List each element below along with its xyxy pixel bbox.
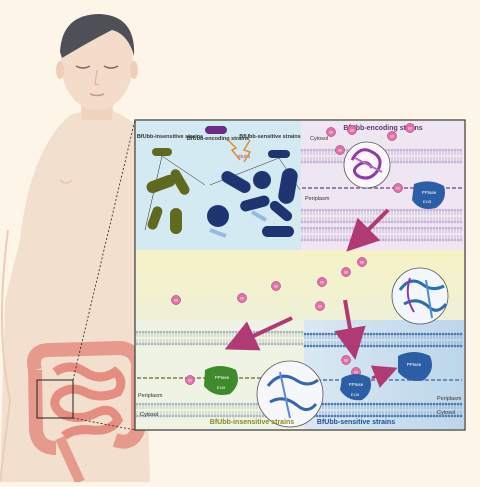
ubb-badge-label: Ub (396, 187, 401, 191)
closed-eye-left (75, 65, 91, 69)
ubb-badge-label: Ub (350, 129, 355, 133)
human-silhouette (0, 14, 150, 483)
periplasm-label-top: Periplasm (305, 196, 330, 202)
zoom-line-bottom (72, 417, 136, 431)
ppiase-structure-magnifier-bottom (256, 360, 324, 428)
ppiase-label-bottom-right-b: PPIase (407, 362, 422, 367)
ubb-badge-label: Ub (408, 127, 413, 131)
cytosol-label-bottom-right: Cytosol (437, 410, 455, 416)
ubb-badge: Ub (335, 145, 345, 155)
encoding-bacterium-icon (205, 126, 227, 134)
ubb-badge-label: Ub (329, 131, 334, 135)
arrow-release (346, 208, 390, 252)
closed-eye-right (103, 65, 119, 69)
zoom-box (36, 379, 74, 419)
e115-label-bottom-left: E115 (217, 386, 226, 390)
arrow-isomerize (370, 365, 398, 388)
ubb-badge: Ub (185, 375, 195, 385)
cytosol-label-bottom-left: Cytosol (140, 412, 158, 418)
ubb-badge-label: Ub (390, 135, 395, 139)
ubb-badge: Ub (341, 355, 351, 365)
ubb-badge-label: Ub (344, 271, 349, 275)
arrow-to-sensitive (334, 299, 366, 360)
ubb-badge: Ub (326, 127, 336, 137)
periplasm-label-bottom-left: Periplasm (138, 393, 163, 399)
ubb-badge: Ub (405, 123, 415, 133)
ppiase-top: PPIase E115 (412, 181, 445, 209)
ubb-badge: Ub (393, 183, 403, 193)
ubb-badge-label: Ub (240, 297, 245, 301)
ubb-badge-label: Ub (344, 359, 349, 363)
ubb-badge-label: Ub (174, 299, 179, 303)
insensitive-bacteria-cluster (146, 169, 190, 234)
ubb-badge-label: Ub (274, 285, 279, 289)
e115-label-top: E115 (423, 200, 432, 204)
top-right-title: BfUbb-encoding strains (343, 125, 422, 132)
cytosol-label-top: Cytosol (310, 136, 328, 142)
insensitive-strains-label: BfUbb-insensitive strains (137, 134, 203, 140)
ubb-badge-label: Ub (320, 281, 325, 285)
e115-label-bottom-right: E115 (351, 393, 360, 397)
ubb-badge: Ub (271, 281, 281, 291)
bottom-left-title: BfUbb-insensitive strains (210, 419, 295, 426)
lightning-icon (242, 139, 252, 163)
insensitive-bacterium-icon (152, 148, 172, 156)
zoom-line-top (72, 119, 136, 381)
ppiase-bottom-left: PPIase E115 (204, 366, 238, 395)
ubb-badge-label: Ub (318, 305, 323, 309)
bacteria-populations: BfUbb-insensitive strains BfUbb-encoding… (137, 126, 301, 238)
ubb-badge-label: Ub (360, 261, 365, 265)
sensitive-bacteria-cluster (207, 168, 298, 237)
ubb-badge-label: Ub (354, 371, 359, 375)
mouth (89, 93, 105, 97)
flow-arrows (224, 208, 398, 388)
sensitive-strains-label: BfUbb-sensitive strains (239, 134, 300, 140)
ubb-badge: Ub (387, 131, 397, 141)
encoding-strains-label: BfUbb-encoding strains (187, 136, 249, 142)
ubb-badge: Ub (317, 277, 327, 287)
bfubb-structure-magnifier (343, 141, 391, 189)
ubb-badge: Ub (357, 257, 367, 267)
ubb-badge: Ub (237, 293, 247, 303)
ppiase-bottom-right-b: PPIase (398, 352, 432, 381)
ubb-badge-label: Ub (338, 149, 343, 153)
ppiase-label-bottom-left: PPIase (215, 375, 230, 380)
ubb-badge: Ub (347, 125, 357, 135)
ubb-badge: Ub (315, 301, 325, 311)
arrow-to-insensitive (224, 316, 293, 351)
hair (60, 14, 135, 58)
ubb-badge: Ub (341, 267, 351, 277)
lightning-icon (227, 139, 241, 161)
ppiase-label-top: PPIase (422, 190, 437, 195)
ppiase-label-bottom-right-a: PPIase (349, 382, 364, 387)
ppiase-structure-magnifier-top (391, 267, 449, 325)
periplasm-label-bottom-right: Periplasm (437, 396, 462, 402)
bfubb-label: BfUbb (238, 154, 251, 159)
ubb-badge-label: Ub (188, 379, 193, 383)
bottom-right-title: BfUbb-sensitive strains (317, 419, 395, 426)
ppiase-bottom-right-a: PPIase E115 (340, 374, 371, 401)
ubb-badge: Ub (171, 295, 181, 305)
sensitive-bacterium-icon (268, 150, 290, 158)
